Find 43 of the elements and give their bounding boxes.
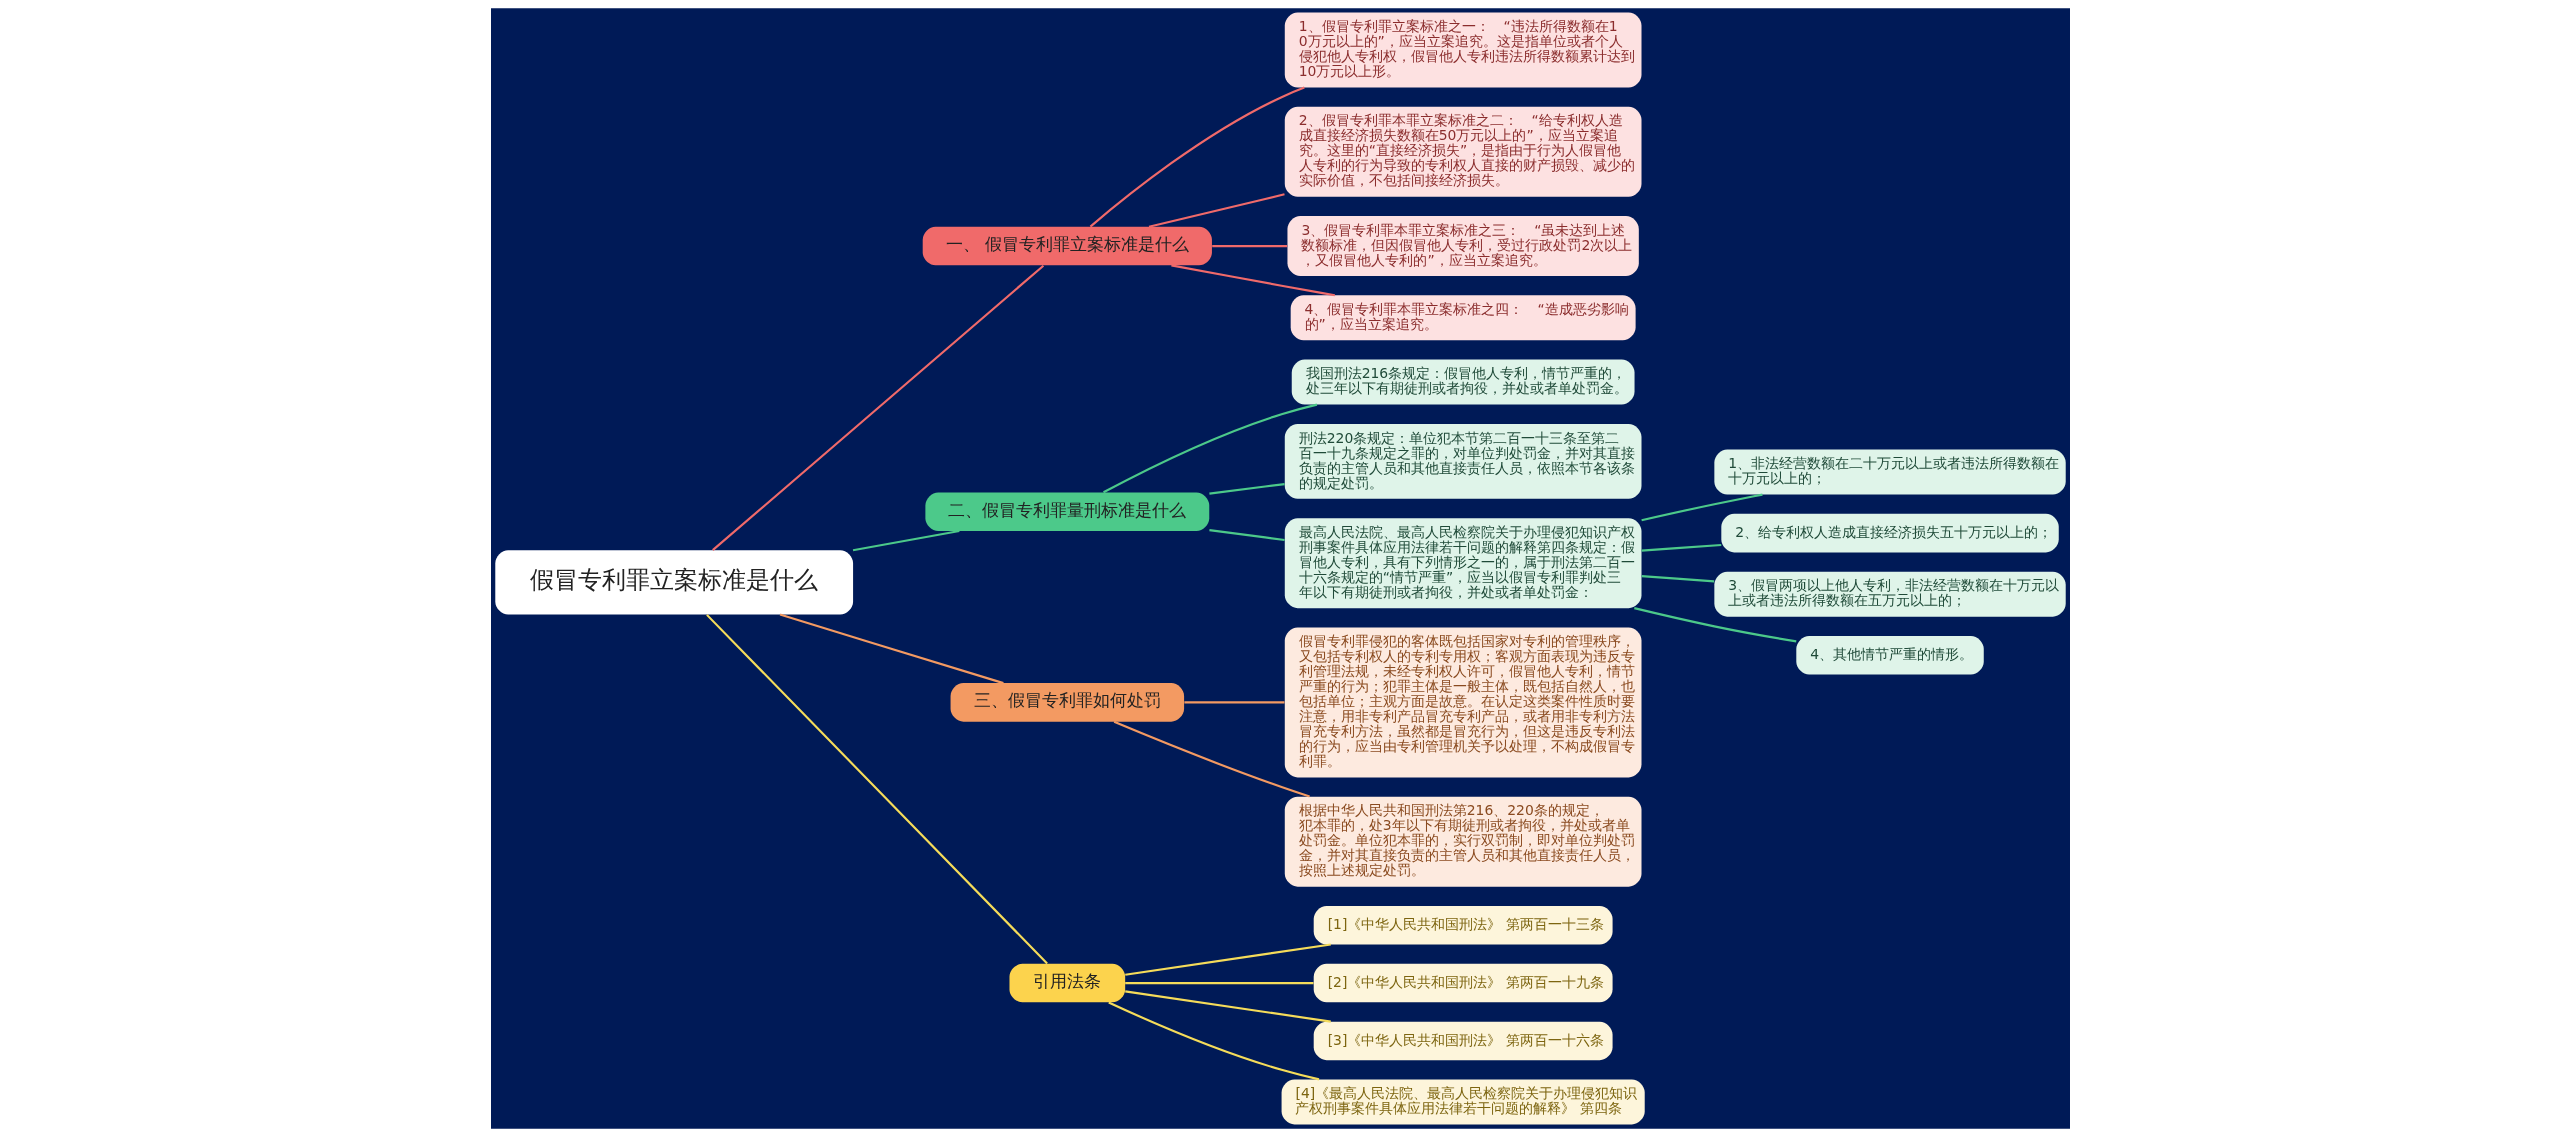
connector <box>1124 990 1331 1023</box>
connector <box>779 613 1004 685</box>
connector <box>1124 982 1313 985</box>
connector <box>705 614 1048 965</box>
connector <box>1641 543 1721 552</box>
node-box: 我国刑法216条规定：假冒他人专利，情节严重的，处三年以下有期徒刑或者拘役，并处或者单处罚金。 <box>1291 359 1635 405</box>
connector <box>1641 575 1714 583</box>
node-box: 刑法220条规定：单位犯本节第二百一十三条至第二百一十九条规定之罪的，对单位判处罚金，并对其直接负责的主管人员和其他直接责任人员，依照本节各该条的规定处罚。 <box>1284 423 1641 499</box>
connector <box>1211 245 1287 248</box>
connector <box>1208 483 1285 495</box>
node-box: 二、假冒专利罪量刑标准是什么 <box>924 492 1209 531</box>
connector <box>1089 86 1305 228</box>
node-box: 根据中华人民共和国刑法第216、220条的规定，犯本罪的，处3年以下有期徒刑或者拘役，并处或者单处罚金。单位犯本罪的，实行双罚制，即对单位判处罚金，并对其直接负责的主管人员和其他直接责任人员，按照上述规定处罚。 <box>1284 796 1641 887</box>
node-box: 2、假冒专利罪本罪立案标准之二： “给专利权人造成直接经济损失数额在50万元以上的”，应当立案追究。这里的“直接经济损失”，是指由于行为人假冒他人专利的行为导致的专利权人直接的财产损毁、减少的实际价值，不包括间接经济损失。 <box>1284 106 1641 197</box>
node-box: 假冒专利罪立案标准是什么 <box>494 550 853 615</box>
connector <box>1113 720 1310 798</box>
connector <box>1148 193 1285 228</box>
node-box: 3、假冒两项以上他人专利，非法经营数额在十万元以上或者违法所得数额在五万元以上的； <box>1713 571 2066 617</box>
connector <box>1170 264 1335 297</box>
node-box: 引用法条 <box>1009 963 1125 1003</box>
node-box: 4、假冒专利罪本罪立案标准之四： “造成恶劣影响的”，应当立案追究。 <box>1290 295 1636 341</box>
connector <box>852 530 960 552</box>
connector <box>711 264 1044 551</box>
node-box: 1、非法经营数额在二十万元以上或者违法所得数额在十万元以上的； <box>1713 449 2066 495</box>
node-box: 假冒专利罪侵犯的客体既包括国家对专利的管理秩序，又包括专利权人的专利专用权；客观方面表现为违反专利管理法规，未经专利权人许可，假冒他人专利，情节严重的行为；犯罪主体是一般主体，既包括自然人，也包括单位；主观方面是故意。在认定这类案件性质时要注意，用非专利产品冒充专利产品，或者用非专利方法冒充专利方法，虽然都是冒充行为，但这是违反专利法的行为，应当由专利管理机关予以处理，不构成假冒专利罪。 <box>1284 627 1641 778</box>
node-box: 最高人民法院、最高人民检察院关于办理侵犯知识产权刑事案件具体应用法律若干问题的解释第四条规定：假冒他人专利，具有下列情形之一的，属于刑法第二百一十六条规定的“情节严重”，应当以假冒专利罪判处三年以下有期徒刑或者拘役，并处或者单处罚金： <box>1284 518 1641 609</box>
node-box: [3]《中华人民共和国刑法》 第两百一十六条 <box>1313 1021 1613 1061</box>
connector <box>1640 493 1763 522</box>
connector <box>1633 607 1796 643</box>
connector <box>1107 1001 1319 1081</box>
connector <box>1183 701 1284 704</box>
node-box: 一、 假冒专利罪立案标准是什么 <box>922 226 1212 266</box>
node-box: 1、假冒专利罪立案标准之一： “违法所得数额在10万元以上的”，应当立案追究。这是指单位或者个人侵犯他人专利权，假冒他人专利违法所得数额累计达到10万元以上形。 <box>1284 12 1641 88</box>
node-box: [2]《中华人民共和国刑法》 第两百一十九条 <box>1313 963 1613 1003</box>
connector <box>1102 403 1317 494</box>
connector <box>1124 943 1331 976</box>
node-box: 2、给专利权人造成直接经济损失五十万元以上的； <box>1720 513 2059 553</box>
node-box: 4、其他情节严重的情形。 <box>1795 636 1984 675</box>
node-box: [4]《最高人民法院、最高人民检察院关于办理侵犯知识产权刑事案件具体应用法律若干问题的解释》 第四条 <box>1281 1079 1645 1125</box>
node-box: [1]《中华人民共和国刑法》 第两百一十三条 <box>1313 905 1613 945</box>
node-box: 3、假冒专利罪本罪立案标准之三： “虽未达到上述数额标准，但因假冒他人专利，受过行政处罚2次以上，又假冒他人专利的”，应当立案追究。 <box>1286 216 1639 277</box>
connector <box>1208 529 1285 542</box>
node-box: 三、假冒专利罪如何处罚 <box>950 683 1184 722</box>
